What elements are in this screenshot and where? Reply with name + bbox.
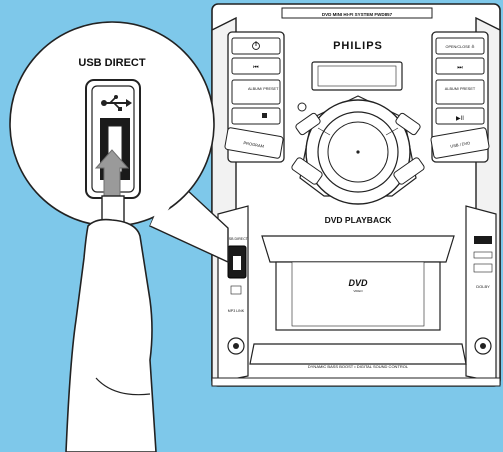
mp3-link-label: MP3 LINK <box>228 309 245 313</box>
dvd-badge-icon <box>474 236 492 244</box>
skip-forward-icon[interactable]: ⏭ <box>457 65 463 71</box>
dolby-logo: DOLBY <box>476 284 490 289</box>
stop-icon[interactable] <box>262 113 267 118</box>
ir-sensor <box>298 103 306 111</box>
dvd-logo-sub: VIDEO <box>353 289 363 293</box>
callout-title: USB DIRECT <box>78 57 146 69</box>
usb-direct-callout: USB DIRECT <box>10 22 228 452</box>
dvd-logo: DVD <box>348 278 368 288</box>
model-caption: DVD MINI HI-FI SYSTEM FWD857 <box>322 12 393 17</box>
brand-logo: PHILIPS <box>333 40 383 52</box>
usb-flash-drive[interactable] <box>66 196 156 452</box>
left-album-preset-label[interactable]: ALBUM/ PRESET <box>248 87 279 91</box>
bottom-caption: DYNAMIC BASS BOOST • DIGITAL SOUND CONTR… <box>308 364 409 369</box>
usb-direct-panel-label: USB DIRECT <box>226 237 249 241</box>
skip-back-icon[interactable]: ⏮ <box>253 65 259 71</box>
open-close-button[interactable]: OPEN/CLOSE ≜ <box>446 44 475 49</box>
play-pause-icon[interactable]: ▶II <box>456 116 464 122</box>
mini-hifi-system: DVD MINI HI-FI SYSTEM FWD857 ⏮ ALBUM/ PR… <box>212 4 500 386</box>
dvd-playback-label: DVD PLAYBACK <box>325 215 393 225</box>
right-album-preset-label[interactable]: ALBUM/ PRESET <box>445 87 476 91</box>
